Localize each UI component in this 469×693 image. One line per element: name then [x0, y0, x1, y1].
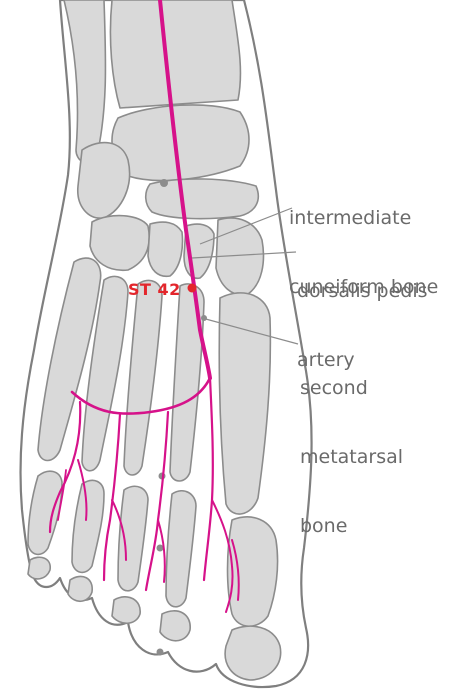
- great-toe-phalanx: [228, 517, 278, 626]
- label-line: bone: [300, 515, 403, 538]
- label-line: metatarsal: [300, 446, 403, 469]
- label-line: intermediate: [289, 207, 438, 230]
- acupoint-st42-dot: [188, 284, 197, 293]
- talus-bone: [112, 105, 249, 181]
- cuboid-bone: [90, 216, 149, 271]
- lateral-cuneiform-bone: [148, 222, 183, 276]
- label-line: dorsalis pedis: [297, 280, 428, 303]
- joint-dot: [157, 545, 164, 552]
- great-toe-tip: [225, 626, 280, 680]
- second-toe-tip: [160, 611, 190, 641]
- fourth-toe-tip: [68, 576, 92, 601]
- label-line: second: [300, 377, 403, 400]
- acupoint-st42-label: ST 42: [128, 278, 181, 301]
- joint-dot: [160, 179, 168, 187]
- little-toe-tip: [28, 557, 50, 579]
- third-toe-tip: [112, 597, 140, 623]
- tibia-bone: [110, 0, 240, 108]
- joint-dot: [157, 649, 164, 656]
- label-second-metatarsal-bone: second metatarsal bone: [300, 331, 403, 561]
